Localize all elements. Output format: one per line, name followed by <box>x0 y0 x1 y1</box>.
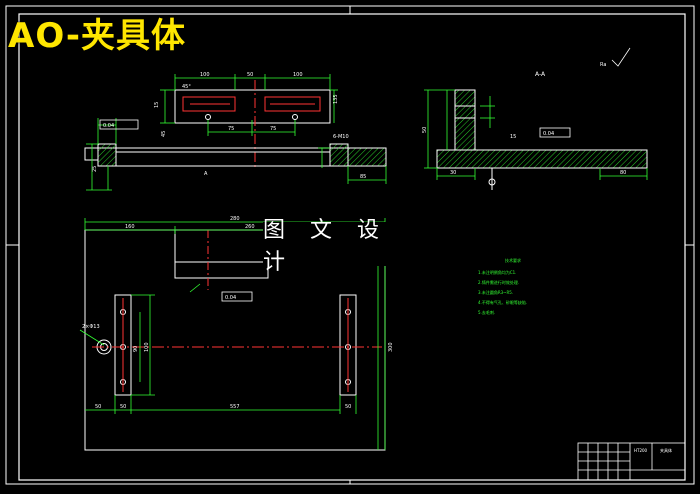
dim-right-height: 135 <box>333 94 339 104</box>
note-1: 1.未注明倒角均为C1. <box>478 269 516 275</box>
dim-plan-total: 280 <box>230 216 240 222</box>
tolerance-plan-value: 0.04 <box>225 295 236 301</box>
dim-top-width-right: 100 <box>293 72 303 78</box>
dim-section-bottom-left: 30 <box>450 170 456 176</box>
dim-plan-side-b: 100 <box>144 342 150 352</box>
dim-plan-bottom-mid: 557 <box>230 404 240 410</box>
section-label: A-A <box>535 71 546 78</box>
dim-plan-hole: 2×Φ13 <box>82 324 100 330</box>
dim-plan-side-a: 90 <box>133 346 139 352</box>
watermark-banner: 图 文 设 计 <box>263 218 421 275</box>
dim-section-bottom-right: 80 <box>620 170 626 176</box>
dim-slot-height: 15 <box>154 102 160 108</box>
drawing-title: AO-夹具体 <box>8 16 186 56</box>
section-view <box>436 89 648 190</box>
dim-left-depth: 25 <box>92 166 98 172</box>
drawing-frame <box>18 13 686 481</box>
title-block-mark: HT200 <box>634 448 648 453</box>
dim-plan-left: 160 <box>125 224 135 230</box>
dim-left-hole: 6-M10 <box>333 134 349 140</box>
dim-plan-bottom-left: 50 <box>95 404 101 410</box>
view-label: A <box>204 171 208 177</box>
title-block <box>577 442 686 481</box>
dim-right-width: 85 <box>360 174 366 180</box>
dim-plan-mid: 260 <box>245 224 255 230</box>
front-view <box>84 80 387 170</box>
tolerance-mid-value: 0.04 <box>543 131 554 137</box>
dim-plan-height: 300 <box>388 342 394 352</box>
dim-slot-spacing-right: 75 <box>270 126 276 132</box>
dim-plan-bottom-right: 50 <box>345 404 351 410</box>
surface-finish-symbol <box>611 47 631 67</box>
note-3: 3.未注圆角R3~R5. <box>478 289 513 295</box>
surface-mark: Ra <box>600 62 606 68</box>
dimension-texts: 100 50 100 45° 15 75 75 45 6-M10 25 85 1… <box>82 72 626 410</box>
dimension-lines <box>79 74 648 450</box>
title-block-name: 夹具体 <box>660 447 672 453</box>
tolerance-frames <box>99 119 571 302</box>
tolerance-top-value: 0.04 <box>103 123 114 129</box>
technical-notes: 技术要求 1.未注明倒角均为C1. 2.铸件需进行时效处理. 3.未注圆角R3~… <box>478 257 527 315</box>
note-2: 2.铸件需进行时效处理. <box>478 279 519 285</box>
note-4: 4.不得有气孔、砂眼等缺陷. <box>478 299 527 305</box>
dim-top-gap: 50 <box>247 72 253 78</box>
dim-plan-bottom-width: 50 <box>120 404 126 410</box>
dim-top-width-left: 100 <box>200 72 210 78</box>
dim-top-angle: 45° <box>182 84 191 90</box>
dim-slot-spacing-left: 75 <box>228 126 234 132</box>
notes-title: 技术要求 <box>505 257 521 263</box>
note-5: 5.去毛刺. <box>478 309 495 315</box>
dim-left-height: 45 <box>161 131 167 137</box>
dim-section-side: 15 <box>510 134 516 140</box>
dim-section-height: 50 <box>422 127 428 133</box>
